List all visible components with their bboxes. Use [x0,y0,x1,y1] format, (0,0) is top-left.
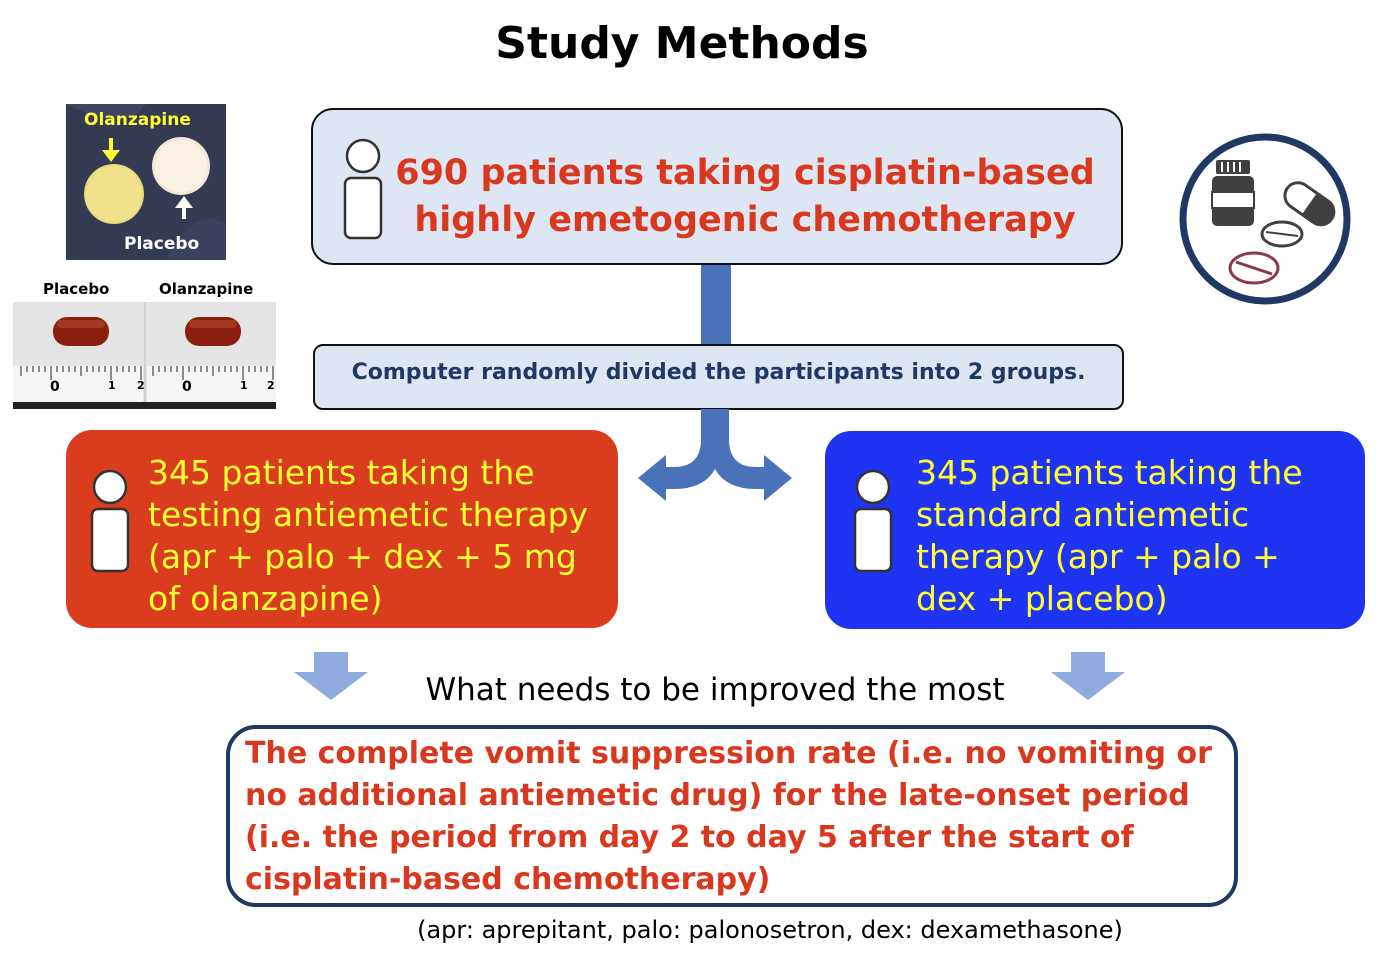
test-line-3: (apr + palo + dex + 5 mg [148,537,577,576]
std-line-4: dex + placebo) [916,579,1168,618]
randomization-text: Computer randomly divided the participan… [351,360,1086,385]
total-patients-text: 690 patients taking cisplatin-based high… [370,150,1120,244]
std-line-2: standard antiemetic [916,495,1250,534]
total-line-1: 690 patients taking cisplatin-based [395,153,1095,193]
ruler-left-2: 2 [137,379,145,392]
ruler-left-0: 0 [50,379,60,395]
connector-top [701,265,731,344]
outcome-line-2: no additional antiemetic drug) for the l… [245,778,1190,813]
capsule-label-placebo: Placebo [43,280,110,298]
test-line-1: 345 patients taking the [148,453,535,492]
test-line-4: of olanzapine) [148,579,383,618]
split-arrow-icon [638,409,792,501]
medicine-icon [1179,133,1351,305]
abbreviations-footnote: (apr: aprepitant, palo: palonosetron, de… [417,916,1123,944]
capsule-photo-graphic [13,264,276,409]
tablet-label-placebo: Placebo [124,234,200,254]
down-arrow-icon [294,652,368,700]
ruler-right-1: 1 [240,379,248,392]
total-line-2: highly emetogenic chemotherapy [414,200,1076,240]
std-line-3: therapy (apr + palo + [916,537,1280,576]
tablet-photo: Olanzapine Placebo [66,104,226,260]
test-group-box [66,430,618,628]
ruler-right-2: 2 [267,379,275,392]
test-group-text: 345 patients taking the testing antiemet… [148,452,613,620]
outcome-box [226,725,1238,907]
std-line-1: 345 patients taking the [916,453,1303,492]
capsule-label-olanzapine: Olanzapine [159,280,254,298]
total-patients-box [311,108,1123,265]
page-title: Study Methods [495,18,869,69]
test-line-2: testing antiemetic therapy [148,495,589,534]
ruler-right-0: 0 [182,379,192,395]
tablet-label-olanzapine: Olanzapine [84,110,191,130]
improvement-label: What needs to be improved the most [425,672,1005,708]
outcome-text: The complete vomit suppression rate (i.e… [245,733,1230,901]
standard-group-box [825,431,1365,629]
person-icon [343,138,383,240]
ruler-left-1: 1 [108,379,116,392]
down-arrow-icon [1051,652,1125,700]
standard-group-text: 345 patients taking the standard antieme… [916,452,1356,620]
person-icon [90,469,130,573]
person-icon [853,469,893,573]
outcome-line-3: (i.e. the period from day 2 to day 5 aft… [245,820,1134,855]
capsule-photo: Placebo Olanzapine 0 1 2 0 1 2 [13,264,276,409]
outcome-line-4: cisplatin-based chemotherapy) [245,862,771,897]
outcome-line-1: The complete vomit suppression rate (i.e… [245,736,1212,771]
randomization-box [313,344,1124,410]
tablet-photo-graphic [66,104,226,260]
